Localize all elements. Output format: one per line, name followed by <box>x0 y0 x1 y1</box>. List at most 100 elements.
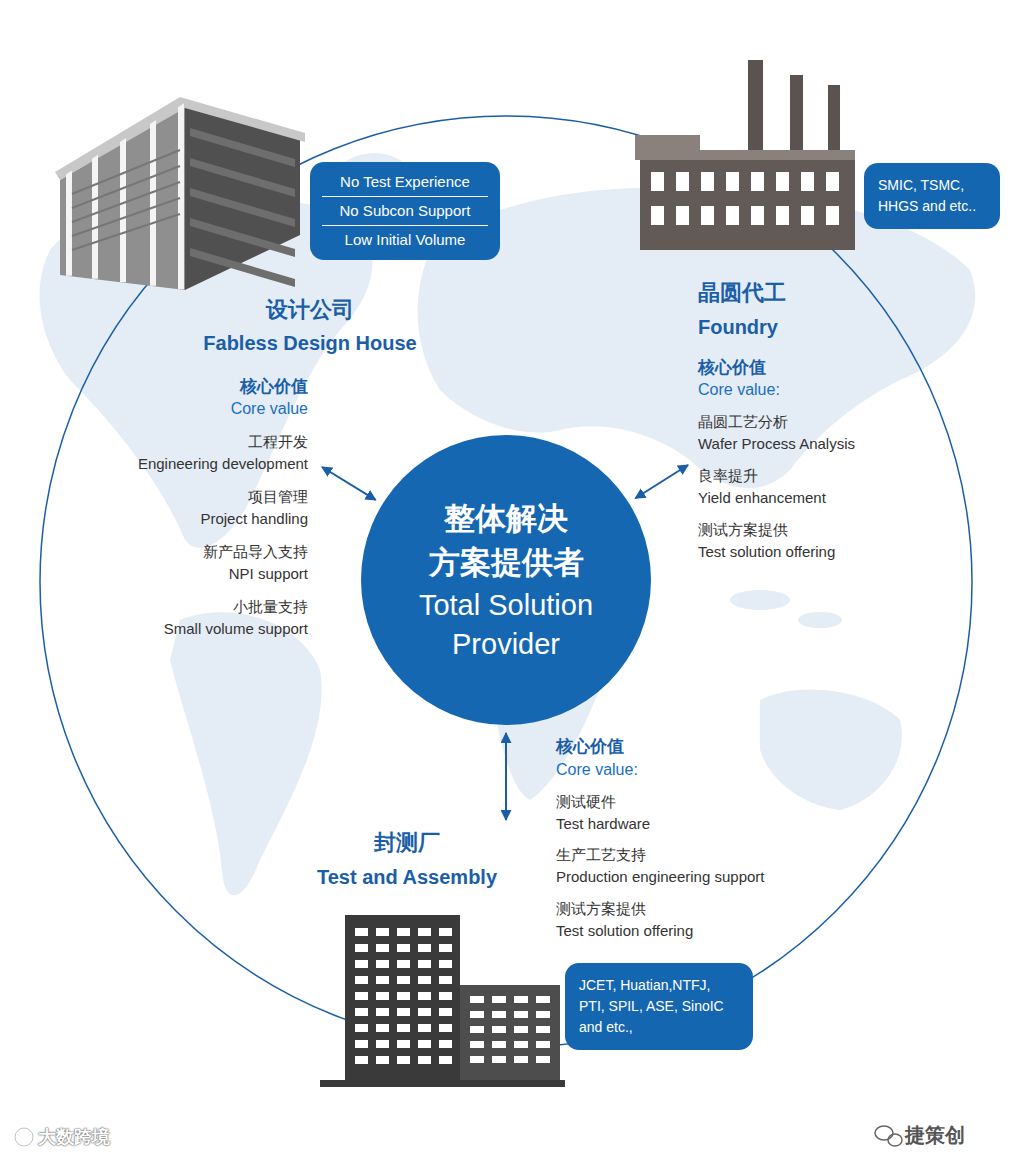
building-pillar <box>120 138 126 282</box>
tower <box>345 915 460 1083</box>
core-value-text: 生产工艺支持 <box>556 844 646 866</box>
factory-body <box>640 160 855 250</box>
factory-window <box>651 206 664 225</box>
annex-window <box>514 1026 528 1033</box>
tower-window <box>418 1040 431 1048</box>
annex-window <box>514 1041 528 1048</box>
tower-window <box>376 960 389 968</box>
tower-window <box>439 960 452 968</box>
tower-window <box>418 976 431 984</box>
tower-window <box>439 1008 452 1016</box>
tower-window <box>418 1024 431 1032</box>
tower-window <box>355 1040 368 1048</box>
tower-window <box>355 1008 368 1016</box>
annex-window <box>492 1011 506 1018</box>
annex-window <box>514 1011 528 1018</box>
double-arrow <box>635 465 688 498</box>
factory-window <box>751 206 764 225</box>
factory-window <box>826 206 839 225</box>
hub-circle: 整体解决 方案提供者Total Solution Provider <box>361 435 651 725</box>
tower-window <box>397 928 410 936</box>
tower-window <box>376 1024 389 1032</box>
factory-building <box>635 60 855 250</box>
tower-window <box>355 1056 368 1064</box>
tower-window <box>439 976 452 984</box>
node-text: Total Solution Provider <box>386 586 626 664</box>
watermark-icon <box>15 1128 33 1146</box>
window-band <box>190 188 295 227</box>
node-text: 良率提升 <box>698 465 998 487</box>
annex-window <box>492 1056 506 1063</box>
tower-window <box>397 992 410 1000</box>
factory-window <box>701 206 714 225</box>
tower-window <box>439 1024 452 1032</box>
factory-window <box>776 172 789 191</box>
node-text: 核心价值 <box>60 374 560 398</box>
tower-building <box>320 915 565 1087</box>
island <box>730 590 790 610</box>
annex-window <box>470 1011 484 1018</box>
factory-window <box>676 206 689 225</box>
node-text: No Subcon Support <box>322 197 488 226</box>
node-text: SMIC, TSMC, HHGS and etc.. <box>878 175 986 217</box>
annex-window <box>536 1041 550 1048</box>
double-arrow <box>505 733 507 820</box>
node-text: No Test Experience <box>322 168 488 197</box>
node-text: 晶圆代工 <box>698 278 998 308</box>
factory-window <box>826 172 839 191</box>
node-text: 整体解决 方案提供者 <box>386 496 626 584</box>
factory-window <box>776 206 789 225</box>
node-text: 核心价值 <box>698 355 998 379</box>
node-text: Test solution offering <box>698 541 998 563</box>
tower-window <box>355 960 368 968</box>
tower-window <box>376 992 389 1000</box>
factory-window <box>801 172 814 191</box>
tower-window <box>376 928 389 936</box>
tower-window <box>355 928 368 936</box>
watermark: 大数跨境 <box>38 1125 110 1149</box>
tower-window <box>439 1056 452 1064</box>
annex-window <box>470 1041 484 1048</box>
tower-window <box>376 1008 389 1016</box>
tower-window <box>355 976 368 984</box>
factory-window <box>751 172 764 191</box>
continent <box>170 612 322 895</box>
node-text: Foundry <box>698 313 998 341</box>
node-text: Yield enhancement <box>698 487 998 509</box>
tower-window <box>397 1040 410 1048</box>
annex-window <box>470 996 484 1003</box>
window-band <box>190 218 295 257</box>
factory-window <box>701 172 714 191</box>
factory-roof <box>635 135 855 160</box>
callout-box: SMIC, TSMC, HHGS and etc.. <box>864 163 1000 229</box>
tower-window <box>355 1024 368 1032</box>
annex-window <box>470 1056 484 1063</box>
window-band <box>190 158 295 197</box>
tower-window <box>418 928 431 936</box>
tower-window <box>355 992 368 1000</box>
node-text: Fabless Design House <box>60 329 560 357</box>
tower-window <box>397 1024 410 1032</box>
annex-window <box>470 1026 484 1033</box>
watermark: 捷策创 <box>905 1122 965 1148</box>
factory-window <box>651 172 664 191</box>
callout-box: No Test ExperienceNo Subcon SupportLow I… <box>310 162 500 260</box>
tower-window <box>376 1056 389 1064</box>
annex-window <box>492 1026 506 1033</box>
annex-window <box>536 996 550 1003</box>
tower-window <box>397 976 410 984</box>
tower-window <box>376 944 389 952</box>
annex-window <box>514 1056 528 1063</box>
core-value-text: Test hardware <box>556 813 650 835</box>
building-pillar <box>66 170 72 275</box>
tower-window <box>397 944 410 952</box>
core-value-text: Production engineering support <box>556 866 764 888</box>
tower-window <box>397 1008 410 1016</box>
tower-window <box>397 960 410 968</box>
window-band <box>190 128 295 167</box>
core-value-text: 测试方案提供 <box>556 898 646 920</box>
tower-window <box>418 1008 431 1016</box>
annex-window <box>514 996 528 1003</box>
party-block: 封测厂Test and Assembly <box>292 828 522 891</box>
